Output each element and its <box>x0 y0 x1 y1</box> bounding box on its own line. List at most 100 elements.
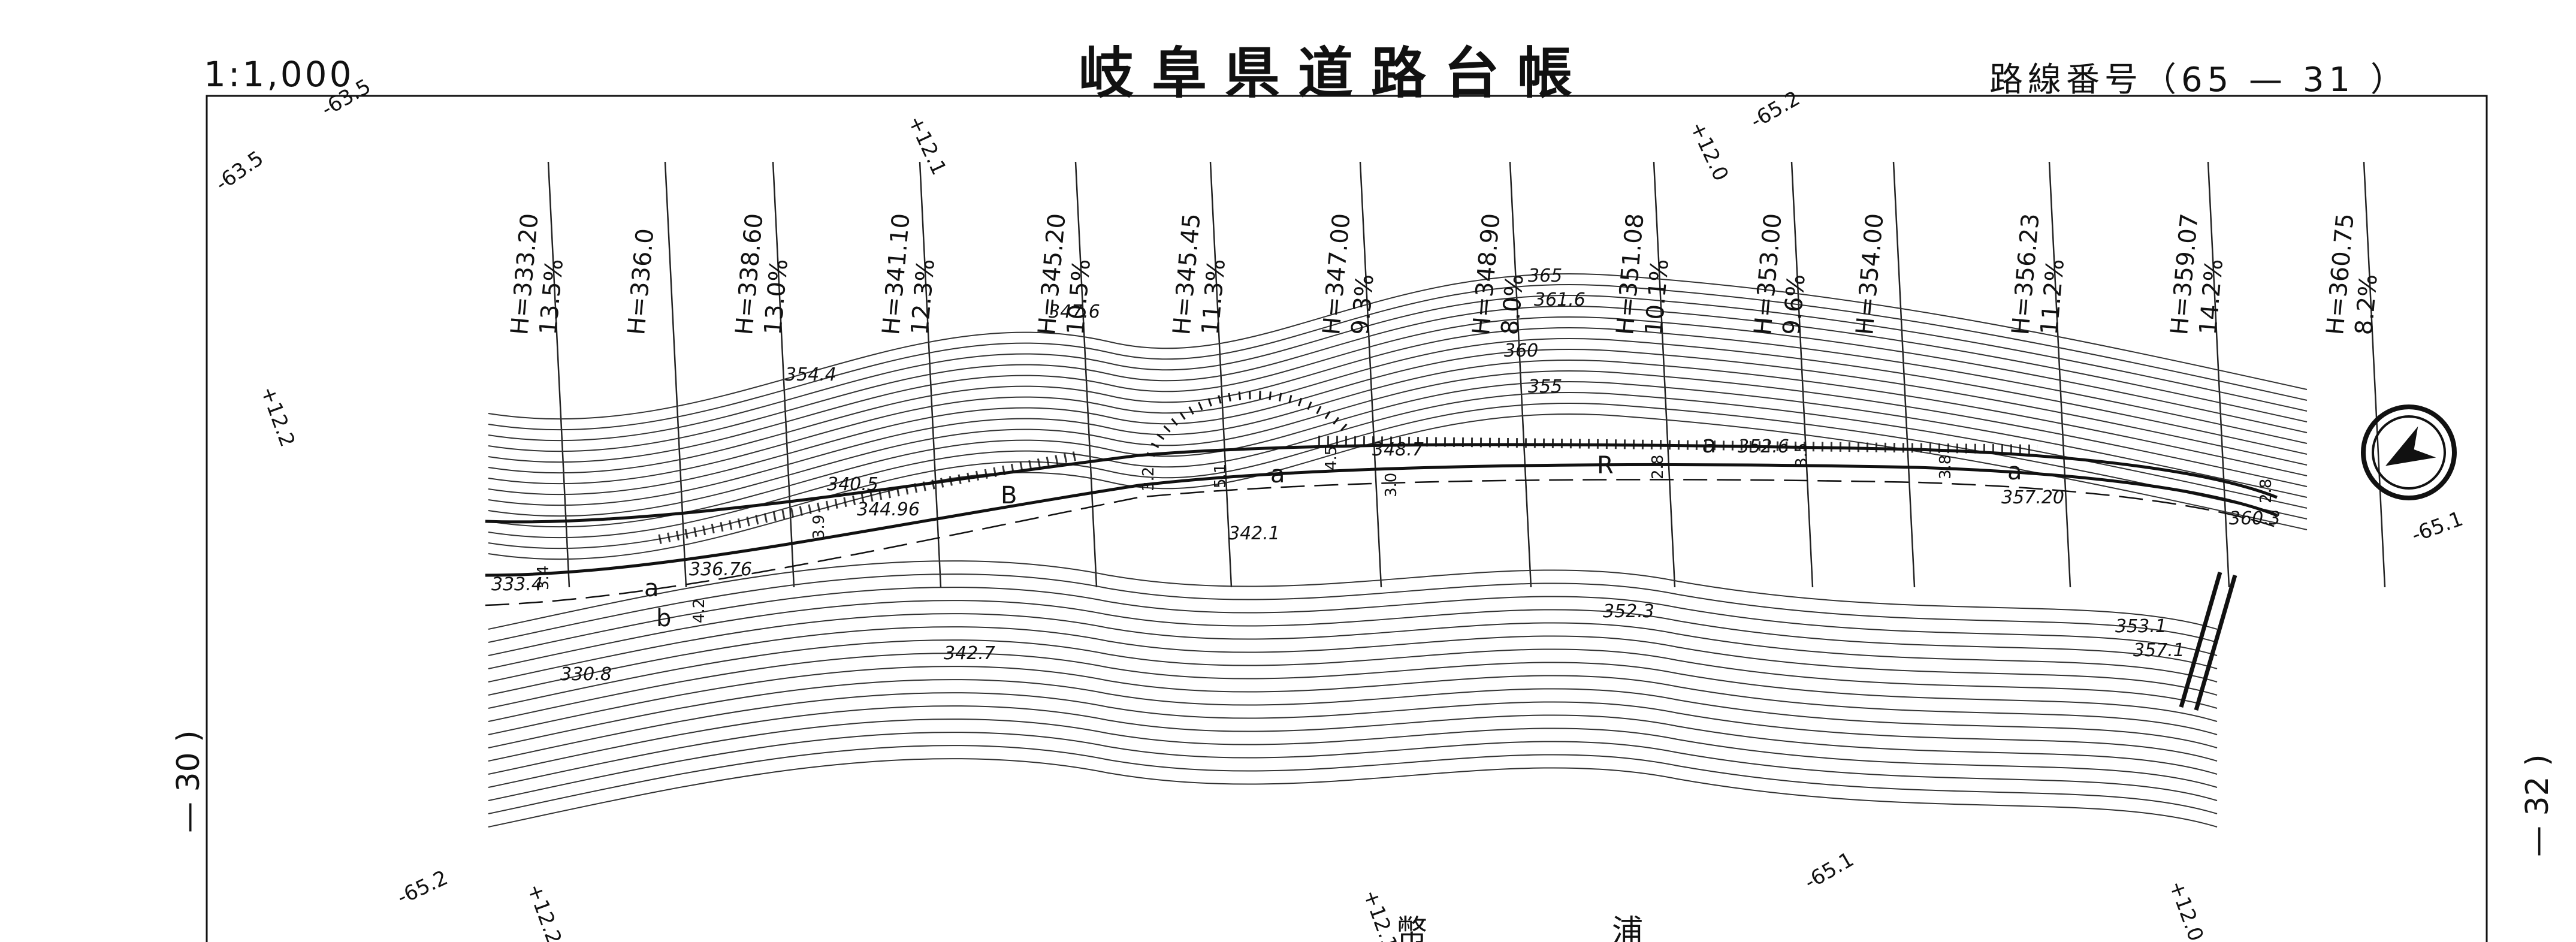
station-grade-label: 8.2% <box>2350 273 2383 336</box>
culvert-symbol <box>2179 572 2237 711</box>
bottom-fragments: 幣浦 <box>1396 914 1643 942</box>
contour-line <box>488 283 2308 430</box>
margin-mark: +12.1 <box>903 112 951 179</box>
elevation-label: 352.3 <box>1603 601 1654 622</box>
map-scale: 1:1,000 <box>204 54 354 95</box>
elevation-label: 355 <box>1528 376 1562 397</box>
elevation-label: 336.76 <box>689 559 752 580</box>
width-label: 3.9 <box>810 515 828 539</box>
elevation-label: 348.7 <box>1372 439 1424 460</box>
road-symbol: a <box>644 575 659 602</box>
station-grade-label: 13.5% <box>534 258 569 336</box>
contour-line <box>488 573 2218 643</box>
elevation-label: 342.1 <box>1228 523 1280 544</box>
width-label: 3.5 <box>1793 443 1811 467</box>
road-symbol: a <box>1270 461 1285 488</box>
contour-line <box>488 705 2218 775</box>
margin-mark: -63.5 <box>318 74 375 122</box>
road-symbol: a <box>1702 431 1717 458</box>
road <box>485 391 2278 606</box>
margin-mark: +12.0 <box>1685 118 1733 185</box>
contour-line <box>488 666 2218 735</box>
station-guide-line <box>1892 161 1916 588</box>
elevation-label: 333.4 <box>491 574 543 595</box>
contour-lines <box>488 273 2308 828</box>
elevation-label: 360 <box>1504 340 1538 361</box>
width-label: 4.5 <box>1322 446 1340 470</box>
road-symbol: R <box>1597 452 1614 479</box>
road-symbol: a <box>2007 458 2022 485</box>
width-label: 3.8 <box>1937 455 1955 479</box>
width-label: 2.8 <box>1649 455 1667 479</box>
contour-line <box>488 327 2308 473</box>
station-grade-label: 11.3% <box>1197 258 1231 336</box>
contour-line <box>488 359 2308 506</box>
sheet-frame <box>206 95 2488 942</box>
road-centerline <box>485 479 2278 606</box>
station-grade-label: 13.0% <box>759 258 793 336</box>
width-label: 3.4 <box>534 566 552 590</box>
contour-line <box>488 732 2218 801</box>
width-label: 2.8 <box>2257 479 2275 503</box>
road-edge-lower <box>485 463 2278 577</box>
contour-line <box>488 370 2308 517</box>
station-guide-line <box>2207 161 2230 588</box>
elevation-label: 340.5 <box>827 474 878 495</box>
station-grade-label: 11.2% <box>2036 258 2070 336</box>
elevation-label: 354.4 <box>785 364 836 385</box>
margin-mark: -63.5 <box>211 146 268 196</box>
elevation-label: 342.7 <box>944 643 995 664</box>
north-arrow-icon <box>2361 404 2457 500</box>
station-grade-label: 10.1% <box>1640 258 1674 336</box>
page-title: 岐阜県道路台帳 <box>1079 41 1591 105</box>
contour-line <box>488 348 2308 495</box>
station-guide-line <box>772 161 795 588</box>
contour-line <box>488 718 2218 788</box>
contour-line <box>488 587 2218 656</box>
contour-line <box>488 758 2218 828</box>
width-label: 3.0 <box>1382 473 1400 497</box>
station-guide-line <box>664 161 687 588</box>
width-label: 5.1 <box>1212 464 1230 488</box>
bottom-fragment: 浦 <box>1612 914 1643 942</box>
contour-line <box>488 413 2308 560</box>
elevation-label: 365 <box>1528 265 1562 286</box>
contour-line <box>488 560 2218 630</box>
road-edge-upper <box>485 443 2278 524</box>
station-grade-label: 14.2% <box>2194 258 2228 336</box>
margin-mark: -65.2 <box>394 866 452 910</box>
station-height-label: H=354.00 <box>1851 212 1889 336</box>
elevation-label: 353.1 <box>2115 616 2167 637</box>
contour-line <box>488 745 2218 814</box>
bottom-fragment: 幣 <box>1396 914 1427 942</box>
station-guide-line <box>1790 161 1814 588</box>
station-guide-line <box>1653 161 1676 588</box>
station-guide-line <box>547 161 570 588</box>
margin-marks: -63.5-63.5+12.1+12.0-65.2+12.2-65.1-65.2… <box>211 74 2466 942</box>
station-guide-line <box>1209 161 1233 588</box>
margin-mark: -65.1 <box>1801 847 1858 895</box>
station-guide-line <box>2363 161 2386 588</box>
margin-mark: +12.1 <box>1358 886 1402 942</box>
elevation-label: 357.1 <box>2133 640 2185 661</box>
margin-mark: +12.0 <box>2164 877 2208 942</box>
contour-line <box>488 653 2218 722</box>
margin-mark: +12.2 <box>523 880 566 942</box>
station-grade-label: 8.0% <box>1496 273 1529 336</box>
contour-line <box>488 305 2308 452</box>
width-label: 3.2 <box>1140 467 1158 491</box>
contour-line <box>488 600 2218 669</box>
elevation-label: 352.6 <box>1738 436 1789 457</box>
elevation-label: 330.8 <box>560 664 612 685</box>
station-height-label: H=336.0 <box>623 227 659 336</box>
station-guide-line <box>1509 161 1532 588</box>
elevation-label: 357.20 <box>2001 487 2064 508</box>
route-number: 路線番号（65 — 31 ） <box>1989 61 2409 99</box>
station-grade-label: 9.3% <box>1346 273 1379 336</box>
elevation-label: 344.96 <box>857 499 920 520</box>
